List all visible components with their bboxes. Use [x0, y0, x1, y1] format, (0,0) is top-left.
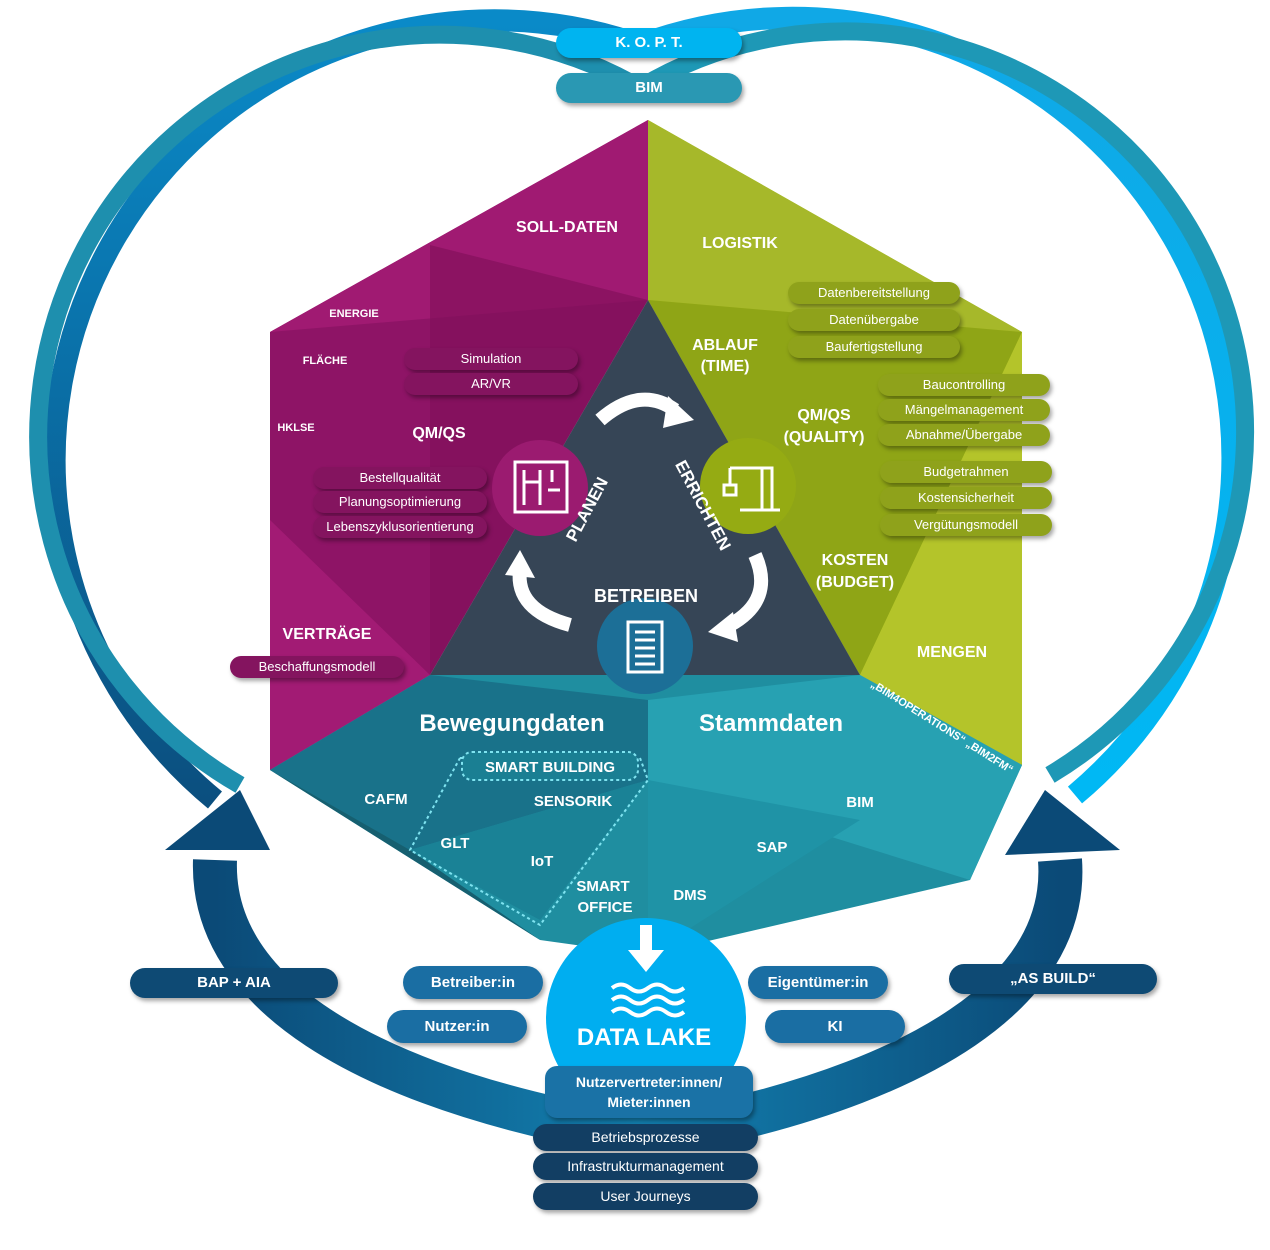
as-build-pill: „AS BUILD“	[949, 964, 1157, 994]
right-up-arrowhead	[1005, 790, 1120, 855]
pill-arvr-label: AR/VR	[471, 376, 511, 391]
pill-maengelmanagement-label: Mängelmanagement	[904, 402, 1024, 417]
label-glt: GLT	[441, 835, 470, 852]
eigentuemer-pill: Eigentümer:in	[748, 966, 888, 999]
label-soll-daten: SOLL-DATEN	[516, 219, 618, 236]
pill-beschaffungsmodell: Beschaffungsmodell	[230, 656, 404, 678]
building-icon	[626, 620, 664, 674]
bim-top-label: BIM	[635, 79, 663, 96]
bim-top-pill: BIM	[556, 73, 742, 103]
pill-verguetungsmodell-label: Vergütungsmodell	[913, 517, 1019, 532]
stack-betriebsprozesse: Betriebsprozesse	[533, 1124, 758, 1151]
pill-lebenszyklus-label: Lebenszyklusorientierung	[326, 519, 474, 534]
label-qmqs-green: QM/QS	[797, 407, 851, 424]
water-waves-icon	[610, 982, 686, 1018]
label-time: (TIME)	[701, 358, 750, 375]
pill-abnahme: Abnahme/Übergabe	[878, 424, 1050, 446]
label-qmqs-purple: QM/QS	[412, 425, 466, 442]
pill-kostensicherheit-label: Kostensicherheit	[917, 490, 1015, 505]
label-iot: IoT	[531, 853, 554, 870]
label-dms: DMS	[673, 887, 706, 904]
pill-simulation-label: Simulation	[460, 351, 522, 366]
betreiber-pill: Betreiber:in	[403, 966, 543, 999]
ki-pill: KI	[765, 1010, 905, 1043]
pill-kostensicherheit: Kostensicherheit	[880, 487, 1052, 509]
pill-baucontrolling: Baucontrolling	[878, 374, 1050, 396]
cycle-arrowheads	[505, 396, 738, 642]
label-office: OFFICE	[578, 899, 633, 916]
left-up-arrowhead	[165, 790, 270, 850]
smart-building-frame	[461, 751, 639, 781]
stack-infrastrukturmanagement-label: Infrastrukturmanagement	[567, 1158, 724, 1174]
pill-beschaffungsmodell-label: Beschaffungsmodell	[258, 659, 376, 674]
label-bim-teal: BIM	[846, 794, 874, 811]
pill-abnahme-label: Abnahme/Übergabe	[905, 427, 1023, 442]
label-vertraege: VERTRÄGE	[283, 625, 372, 643]
pill-bestellqualitaet-label: Bestellqualität	[359, 470, 441, 485]
bap-aia-pill: BAP + AIA	[130, 968, 338, 998]
pill-datenuebergabe: Datenübergabe	[788, 309, 960, 331]
label-cafm: CAFM	[364, 791, 407, 808]
pill-verguetungsmodell: Vergütungsmodell	[880, 514, 1052, 536]
crane-icon	[722, 466, 780, 512]
outer-ring	[29, 6, 1255, 809]
label-energie: ENERGIE	[329, 308, 379, 320]
pill-datenuebergabe-label: Datenübergabe	[829, 312, 919, 327]
nutzervertreter-line1: Nutzervertreter:innen/	[575, 1074, 723, 1090]
pill-bestellqualitaet: Bestellqualität	[313, 467, 487, 489]
pill-budgetrahmen-label: Budgetrahmen	[923, 464, 1009, 479]
bap-aia-label: BAP + AIA	[197, 974, 271, 991]
pill-baucontrolling-label: Baucontrolling	[922, 377, 1006, 392]
stack-user-journeys: User Journeys	[533, 1183, 758, 1210]
stack-infrastrukturmanagement: Infrastrukturmanagement	[533, 1153, 758, 1180]
label-data-lake: DATA LAKE	[577, 1024, 711, 1051]
label-hklse: HKLSE	[277, 422, 314, 434]
pill-budgetrahmen: Budgetrahmen	[880, 461, 1052, 483]
stack-betriebsprozesse-label: Betriebsprozesse	[591, 1129, 700, 1145]
pill-arvr: AR/VR	[404, 373, 578, 395]
teal-segment	[270, 675, 1022, 955]
stack-user-journeys-label: User Journeys	[600, 1188, 691, 1204]
label-sap: SAP	[757, 839, 788, 856]
pill-baufertigstellung-label: Baufertigstellung	[825, 339, 923, 354]
center-triangle	[430, 300, 860, 675]
pill-planungsoptimierung: Planungsoptimierung	[313, 491, 487, 513]
label-flaeche: FLÄCHE	[303, 354, 348, 367]
label-sensorik: SENSORIK	[534, 793, 613, 810]
nutzer-pill: Nutzer:in	[387, 1010, 527, 1043]
label-kosten: KOSTEN	[822, 552, 889, 569]
label-betreiben: BETREIBEN	[594, 586, 698, 606]
label-quality: (QUALITY)	[784, 429, 865, 446]
label-smart-building: SMART BUILDING	[485, 759, 615, 776]
label-logistik: LOGISTIK	[702, 235, 778, 252]
pill-datenbereitstellung-label: Datenbereitstellung	[817, 285, 931, 300]
label-bewegungsdaten: Bewegungdaten	[419, 710, 604, 737]
pill-lebenszyklus: Lebenszyklusorientierung	[313, 516, 487, 538]
label-mengen: MENGEN	[917, 644, 987, 661]
betreiben-circle	[597, 598, 693, 694]
betreiber-label: Betreiber:in	[430, 974, 516, 991]
label-ablauf: ABLAUF	[692, 337, 758, 354]
label-budget: (BUDGET)	[816, 574, 894, 591]
nutzer-label: Nutzer:in	[424, 1018, 490, 1035]
kopt-pill: K. O. P. T.	[556, 28, 742, 58]
pill-planungsoptimierung-label: Planungsoptimierung	[338, 494, 462, 509]
down-arrow-icon	[628, 925, 664, 972]
nutzervertreter-box: Nutzervertreter:innen/ Mieter:innen	[545, 1066, 753, 1118]
pill-simulation: Simulation	[404, 348, 578, 370]
nutzervertreter-line2: Mieter:innen	[607, 1094, 691, 1110]
blueprint-icon	[513, 460, 569, 514]
ki-label: KI	[827, 1018, 843, 1035]
pill-baufertigstellung: Baufertigstellung	[788, 336, 960, 358]
label-smart: SMART	[576, 878, 629, 895]
label-stammdaten: Stammdaten	[699, 710, 843, 737]
as-build-label: „AS BUILD“	[1010, 970, 1096, 987]
kopt-label: K. O. P. T.	[615, 34, 683, 51]
pill-datenbereitstellung: Datenbereitstellung	[788, 282, 960, 304]
eigentuemer-label: Eigentümer:in	[767, 974, 869, 991]
pill-maengelmanagement: Mängelmanagement	[878, 399, 1050, 421]
